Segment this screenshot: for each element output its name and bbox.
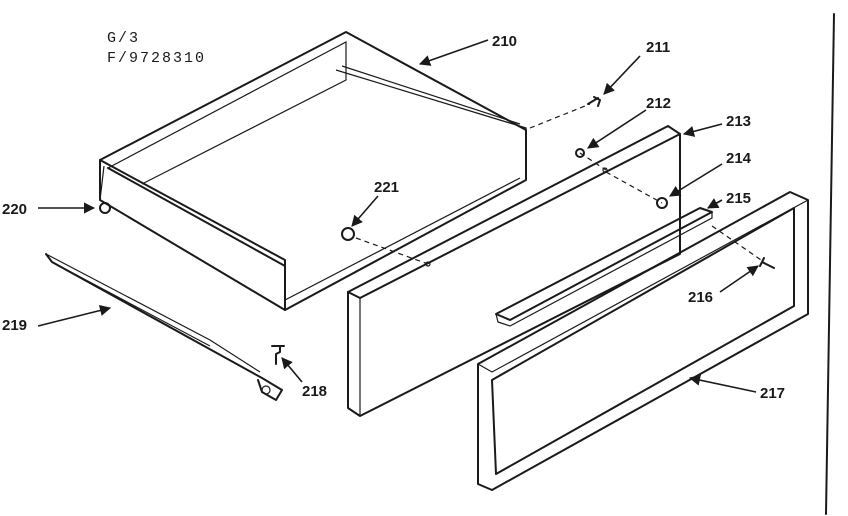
- callout-221: 221: [374, 179, 399, 196]
- callout-216: 216: [688, 289, 713, 306]
- drawer-tray: [99, 31, 527, 311]
- callout-210: 210: [492, 33, 517, 50]
- callout-213: 213: [726, 113, 751, 130]
- screw-216: [759, 257, 775, 269]
- callout-214: 214: [726, 150, 752, 167]
- panel-frame: [477, 191, 809, 491]
- header-line-2: F/9728310: [107, 50, 206, 67]
- callout-leaders: [37, 39, 759, 393]
- header-line-1: G/3: [107, 30, 140, 47]
- assembly-lines: [355, 103, 765, 265]
- nut-212: [575, 148, 585, 158]
- screw-218: [271, 345, 285, 365]
- bushing-221: [341, 227, 355, 241]
- frame-edge-line: [825, 13, 835, 515]
- front-panel: [347, 125, 681, 417]
- clip-214: [656, 197, 668, 209]
- screw-211: [587, 96, 601, 107]
- callout-215: 215: [726, 190, 751, 207]
- hardware-parts: [271, 96, 775, 365]
- bracket-rail: [45, 253, 283, 401]
- callout-218: 218: [302, 383, 327, 400]
- callout-211: 211: [646, 39, 670, 56]
- callout-217: 217: [760, 385, 785, 402]
- callout-219: 219: [2, 317, 27, 334]
- callout-212: 212: [646, 95, 671, 112]
- callout-220: 220: [2, 201, 27, 218]
- trim-strip: [495, 207, 713, 327]
